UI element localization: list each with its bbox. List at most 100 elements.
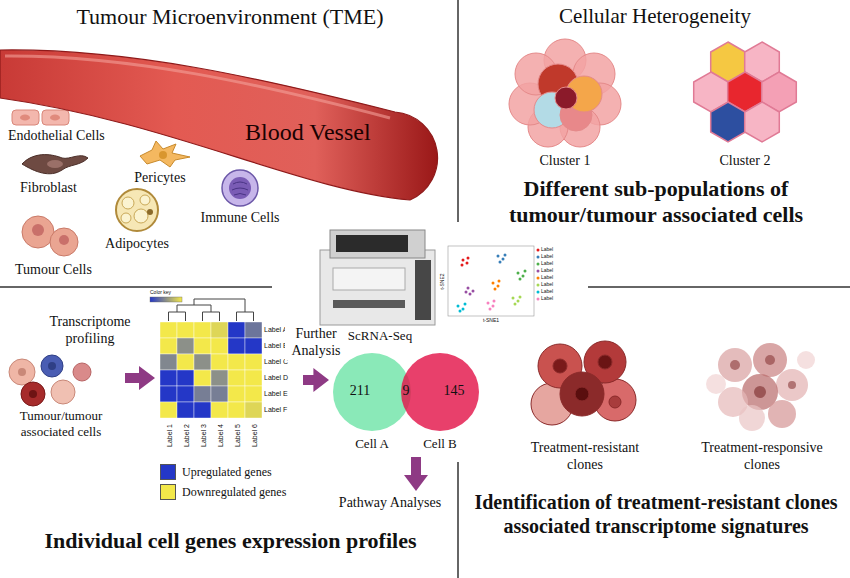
heatmap-cell xyxy=(245,354,262,370)
legend-item: Downregulated genes xyxy=(160,482,286,502)
heatmap-cell xyxy=(228,386,245,402)
axis-title: t-SNE1 xyxy=(476,318,506,323)
legend-text: Downregulated genes xyxy=(182,485,286,500)
venn-circle: 211Cell A xyxy=(332,352,414,454)
cell-group: Tumour/tumour associated cells xyxy=(2,350,122,448)
heatmap-cell xyxy=(160,370,177,386)
fibroblast xyxy=(22,155,88,174)
edge-label: Transcriptome profiling xyxy=(40,314,140,348)
section-heading: Identification of treatment-resistant cl… xyxy=(464,490,848,538)
heatmap-cell xyxy=(194,354,211,370)
heatmap-cell xyxy=(160,386,177,402)
heatmap-cell xyxy=(194,386,211,402)
cell-label: Immune Cells xyxy=(180,210,300,227)
node-text: Pathway Analyses xyxy=(330,495,450,512)
heatmap-cell xyxy=(245,322,262,338)
node-text: Cell A xyxy=(332,436,412,452)
plot-legend-label: Label xyxy=(541,254,557,259)
node-text: 145 xyxy=(436,383,472,400)
block-arrow xyxy=(125,366,155,390)
heatmap-cell xyxy=(211,354,228,370)
legend-swatch xyxy=(160,484,176,500)
heatmap-cell xyxy=(177,402,194,418)
heatmap-cell xyxy=(194,338,211,354)
plot-legend-label: Label xyxy=(541,289,557,294)
heatmap-cell xyxy=(228,322,245,338)
node-text: 211 xyxy=(342,383,378,400)
section-heading: Different sub-populations of tumour/tumo… xyxy=(466,176,846,229)
heatmap-cell xyxy=(160,322,177,338)
heatmap-cell xyxy=(177,354,194,370)
node-text: Label D xyxy=(264,374,298,382)
color-key-label: Color key xyxy=(150,290,182,295)
cell-label: Tumour Cells xyxy=(15,262,125,279)
legend: Upregulated genesDownregulated genes xyxy=(160,462,286,502)
heatmap-cell xyxy=(177,338,194,354)
legend-swatch xyxy=(160,464,176,480)
block-arrow xyxy=(404,457,428,491)
heatmap-cell xyxy=(211,370,228,386)
adipocyte xyxy=(116,189,158,231)
sequencer xyxy=(320,230,435,325)
section-heading: Individual cell genes expression profile… xyxy=(8,528,453,554)
cell-label: Endothelial Cells xyxy=(8,128,138,145)
node-text: Label 6 xyxy=(250,421,257,451)
heatmap: Label ALabel BLabel CLabel DLabel ELabel… xyxy=(158,296,300,456)
plot-legend-label: Label xyxy=(541,268,557,273)
resistant-clones xyxy=(531,341,636,425)
immune-cell xyxy=(222,170,258,206)
cluster-label: Cluster 1 xyxy=(515,153,615,170)
pericyte xyxy=(140,141,190,167)
heatmap-cell xyxy=(211,402,228,418)
edge-label: Further Analysis xyxy=(285,326,347,360)
heatmap-cell xyxy=(194,322,211,338)
heatmap-cell xyxy=(228,338,245,354)
legend-text: Upregulated genes xyxy=(182,465,272,480)
venn-circle-shape xyxy=(333,353,411,431)
cell-cluster xyxy=(509,39,621,147)
cluster-label: Cluster 2 xyxy=(695,153,795,170)
node-text: Cell B xyxy=(400,436,480,452)
heatmap-cell xyxy=(228,370,245,386)
axis-title: t-SNE2 xyxy=(440,270,445,294)
vessel-highlight xyxy=(5,56,390,118)
plot-legend-label: Label xyxy=(541,282,557,287)
heatmap-cell xyxy=(160,338,177,354)
heatmap-cell xyxy=(177,386,194,402)
cell-cluster xyxy=(694,42,797,142)
heatmap-cell xyxy=(177,322,194,338)
heatmap-cell xyxy=(228,354,245,370)
node-text: Tumour/tumour associated cells xyxy=(2,408,120,439)
heatmap-cell xyxy=(194,402,211,418)
heatmap-cell xyxy=(245,338,262,354)
node-text: Label F xyxy=(264,406,298,414)
heatmap-cell xyxy=(177,370,194,386)
clone-label: Treatment-responsive clones xyxy=(692,440,832,474)
plot-legend-label: Label xyxy=(541,247,557,252)
venn-count: 9 xyxy=(396,383,416,400)
heatmap-cell xyxy=(211,386,228,402)
node-text: Label 5 xyxy=(233,421,240,451)
cell-label: Fibroblast xyxy=(20,180,110,197)
color-key-bar xyxy=(150,297,182,302)
plot-legend-label: Label xyxy=(541,261,557,266)
dendrogram xyxy=(169,299,254,321)
heatmap-cell xyxy=(211,322,228,338)
node-text: Blood Vessel xyxy=(245,118,380,147)
heatmap-cell xyxy=(245,386,262,402)
pathway-box: Pathway Analyses xyxy=(330,494,452,514)
heatmap-cell xyxy=(228,402,245,418)
heatmap-cell xyxy=(194,370,211,386)
cell-label: Pericytes xyxy=(115,170,205,187)
responsive-clones xyxy=(706,343,815,431)
node-text: Label 4 xyxy=(216,421,223,451)
clone-label: Treatment-resistant clones xyxy=(520,440,650,474)
tsne-plot xyxy=(448,246,540,316)
legend-item: Upregulated genes xyxy=(160,462,286,482)
node-text: Label 2 xyxy=(182,421,189,451)
cell-label: Adipocytes xyxy=(87,236,187,253)
heatmap-cell xyxy=(245,370,262,386)
tumour-cells xyxy=(9,355,91,406)
node-text: Label 1 xyxy=(165,421,172,451)
